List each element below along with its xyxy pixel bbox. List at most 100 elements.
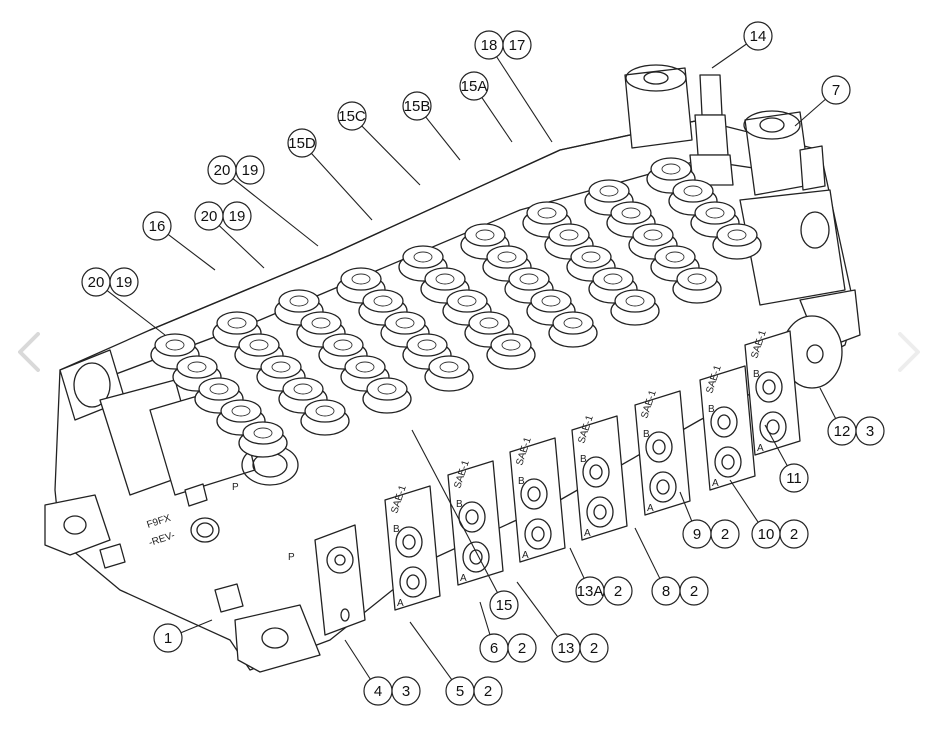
callout-circle xyxy=(779,519,809,549)
callout-leader xyxy=(311,152,373,221)
relief-cap-center xyxy=(665,251,685,263)
callout-circle xyxy=(821,75,851,105)
relief-cap-center xyxy=(519,273,539,285)
callout-label: 3 xyxy=(866,423,874,440)
relief-cap-top xyxy=(402,245,444,269)
port-label-a: A xyxy=(460,573,467,584)
callout-label: 1 xyxy=(164,630,172,647)
relief-cap-top xyxy=(176,355,218,379)
relief-cap-top xyxy=(260,355,302,379)
relief-cap-top xyxy=(552,311,594,335)
callout-label: 2 xyxy=(518,640,526,657)
callout: 15C xyxy=(337,101,421,186)
relief-cap-center xyxy=(377,383,397,395)
callout-leader xyxy=(180,619,213,634)
callout-circle xyxy=(779,463,809,493)
callout-circle xyxy=(489,590,519,620)
relief-cap-center xyxy=(475,229,495,241)
relief-cap-top xyxy=(614,289,656,313)
port-label-b: B xyxy=(456,499,463,510)
relief-cap-center xyxy=(537,207,557,219)
callout-label: 11 xyxy=(786,470,802,487)
callout-label: 2 xyxy=(590,640,598,657)
callout-circle xyxy=(337,101,367,131)
callout-circle xyxy=(142,211,172,241)
next-image-button[interactable] xyxy=(894,330,924,374)
callout-leader xyxy=(218,225,265,269)
callout-label: 20 xyxy=(214,162,231,179)
callout-leader xyxy=(569,547,585,579)
relief-cap-top xyxy=(588,179,630,203)
relief-cap-top xyxy=(282,377,324,401)
callout: 15B xyxy=(402,91,461,161)
relief-cap-center xyxy=(497,251,517,263)
callout-leader xyxy=(819,387,837,419)
relief-cap-top xyxy=(676,267,718,291)
callout-leader xyxy=(729,479,759,523)
relief-cap-center xyxy=(209,383,229,395)
relief-cap-top xyxy=(446,289,488,313)
callout-circle xyxy=(459,71,489,101)
relief-cap-top xyxy=(592,267,634,291)
relief-cap-center xyxy=(683,185,703,197)
callout-circle xyxy=(679,576,709,606)
relief-cap-center xyxy=(457,295,477,307)
relief-cap-top xyxy=(362,289,404,313)
relief-cap-top xyxy=(304,399,346,423)
relief-cap-top xyxy=(464,223,506,247)
callout-leader xyxy=(479,601,491,635)
relief-cap-center xyxy=(501,339,521,351)
relief-cap-center xyxy=(373,295,393,307)
relief-cap-center xyxy=(599,185,619,197)
callout-leader xyxy=(232,178,319,247)
relief-cap-top xyxy=(366,377,408,401)
callout-label: 6 xyxy=(490,640,498,657)
callout: 14 xyxy=(711,21,773,69)
relief-cap-center xyxy=(435,273,455,285)
callout-circle xyxy=(579,633,609,663)
relief-cap-center xyxy=(249,339,269,351)
relief-cap-center xyxy=(439,361,459,373)
relief-cap-top xyxy=(486,245,528,269)
relief-cap-center xyxy=(541,295,561,307)
port-label-b: B xyxy=(580,454,587,465)
callout-label: 4 xyxy=(374,683,382,700)
relief-cap-center xyxy=(687,273,707,285)
relief-cap-top xyxy=(238,333,280,357)
callout: 1 xyxy=(153,619,213,653)
callout-label: 13 xyxy=(558,640,575,657)
relief-cap-top xyxy=(242,421,284,445)
callout-circle xyxy=(153,623,183,653)
relief-cap-top xyxy=(406,333,448,357)
callout-leader xyxy=(764,424,788,466)
callout-circle xyxy=(287,128,317,158)
relief-cap-center xyxy=(563,317,583,329)
relief-cap-center xyxy=(253,427,273,439)
relief-cap-center xyxy=(289,295,309,307)
callout-label: 7 xyxy=(832,82,840,99)
callout-label: 10 xyxy=(758,526,775,543)
callout-label: 13A xyxy=(577,583,604,600)
relief-cap-top xyxy=(198,377,240,401)
relief-cap-top xyxy=(424,267,466,291)
callout-circle xyxy=(109,267,139,297)
callout-circle xyxy=(743,21,773,51)
port-label-a: A xyxy=(712,478,719,489)
port-label-a: A xyxy=(522,550,529,561)
port-label-b: B xyxy=(643,429,650,440)
previous-image-button[interactable] xyxy=(14,330,44,374)
callout-label: 15B xyxy=(404,98,431,115)
callout: 15 xyxy=(411,429,519,620)
callout-label: 15C xyxy=(338,108,366,125)
relief-cap-center xyxy=(315,405,335,417)
